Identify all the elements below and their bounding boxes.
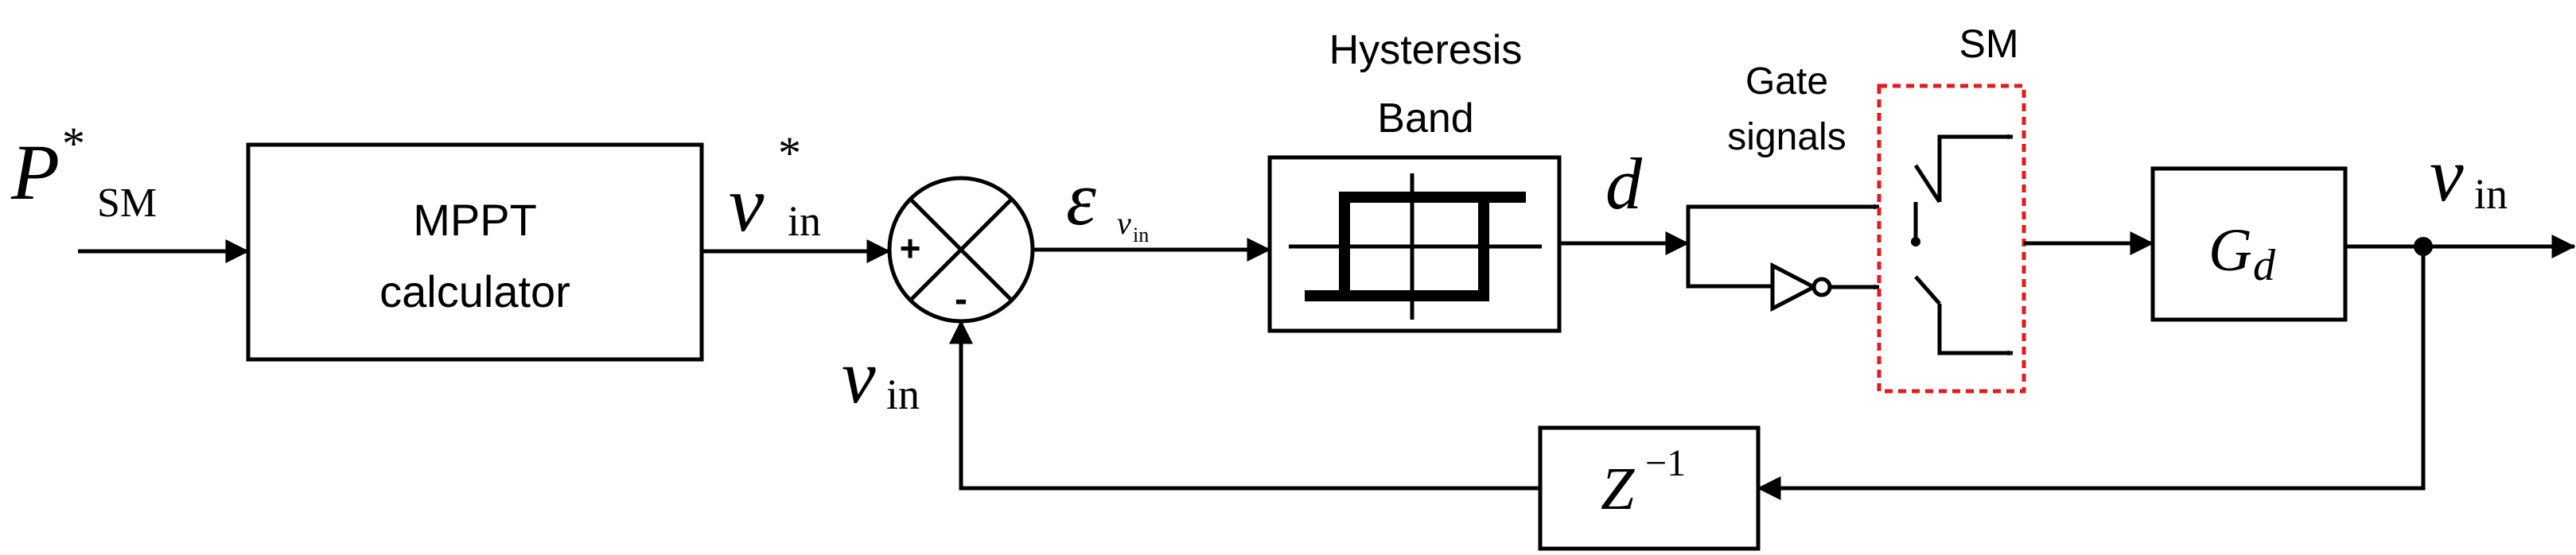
output-v-symbol: v [2430, 132, 2464, 217]
plant-gd-block [2150, 166, 2348, 322]
gate-signal-upper-wire [1686, 204, 1880, 243]
feedback-wire-to-delay [1757, 246, 2426, 500]
hysteresis-symbol [1289, 173, 1542, 320]
error-label: ε v in [1066, 156, 1149, 246]
hysteresis-title-line2: Band [1377, 95, 1473, 142]
p-ref-star: * [62, 118, 85, 169]
v-ref-star: * [778, 127, 801, 179]
feedback-wire-to-junction [949, 320, 1540, 491]
switch-icon [1911, 134, 2014, 356]
switch-module-border [1877, 83, 2026, 394]
error-sub-symbol: v [1117, 205, 1131, 241]
gate-signal-lower-wire [1686, 243, 1772, 289]
plant-gd-label: G d [2208, 217, 2276, 290]
gate-signals-line1: Gate [1745, 60, 1828, 103]
mppt-label-line2: calculator [379, 266, 570, 316]
v-ref-subscript: in [788, 197, 821, 245]
feedback-v-in-label: v in [842, 334, 920, 419]
switch-module-label: SM [1959, 21, 2019, 66]
error-sub-subscript: in [1133, 223, 1149, 246]
mppt-label-line1: MPPT [413, 195, 537, 245]
output-v-subscript: in [2474, 170, 2508, 218]
output-v-in-label: v in [2430, 132, 2508, 218]
error-symbol: ε [1066, 156, 1096, 241]
gd-subscript: d [2253, 241, 2276, 290]
p-ref-symbol: P [10, 128, 60, 216]
summing-plus-sign: + [900, 227, 921, 269]
v-ref-label: v * in [729, 127, 821, 248]
p-ref-subscript: SM [97, 180, 157, 226]
duty-label: d [1605, 143, 1643, 224]
hysteresis-title-line1: Hysteresis [1329, 27, 1523, 73]
delay-symbol: Z [1601, 456, 1635, 522]
delay-superscript: −1 [1645, 442, 1686, 484]
summing-minus-sign: - [955, 278, 967, 320]
mppt-calculator-block [246, 142, 704, 362]
feedback-v-symbol: v [842, 334, 876, 419]
gate-signals-line2: signals [1727, 116, 1846, 158]
gd-symbol: G [2208, 217, 2252, 284]
hysteresis-band-block [1267, 155, 1562, 333]
p-ref-label: P * SM [10, 118, 157, 226]
feedback-v-subscript: in [886, 371, 920, 418]
v-ref-symbol: v [729, 160, 765, 248]
delay-label: Z −1 [1601, 442, 1686, 522]
not-gate-icon [1770, 262, 1832, 312]
summing-junction: + - [887, 176, 1035, 324]
